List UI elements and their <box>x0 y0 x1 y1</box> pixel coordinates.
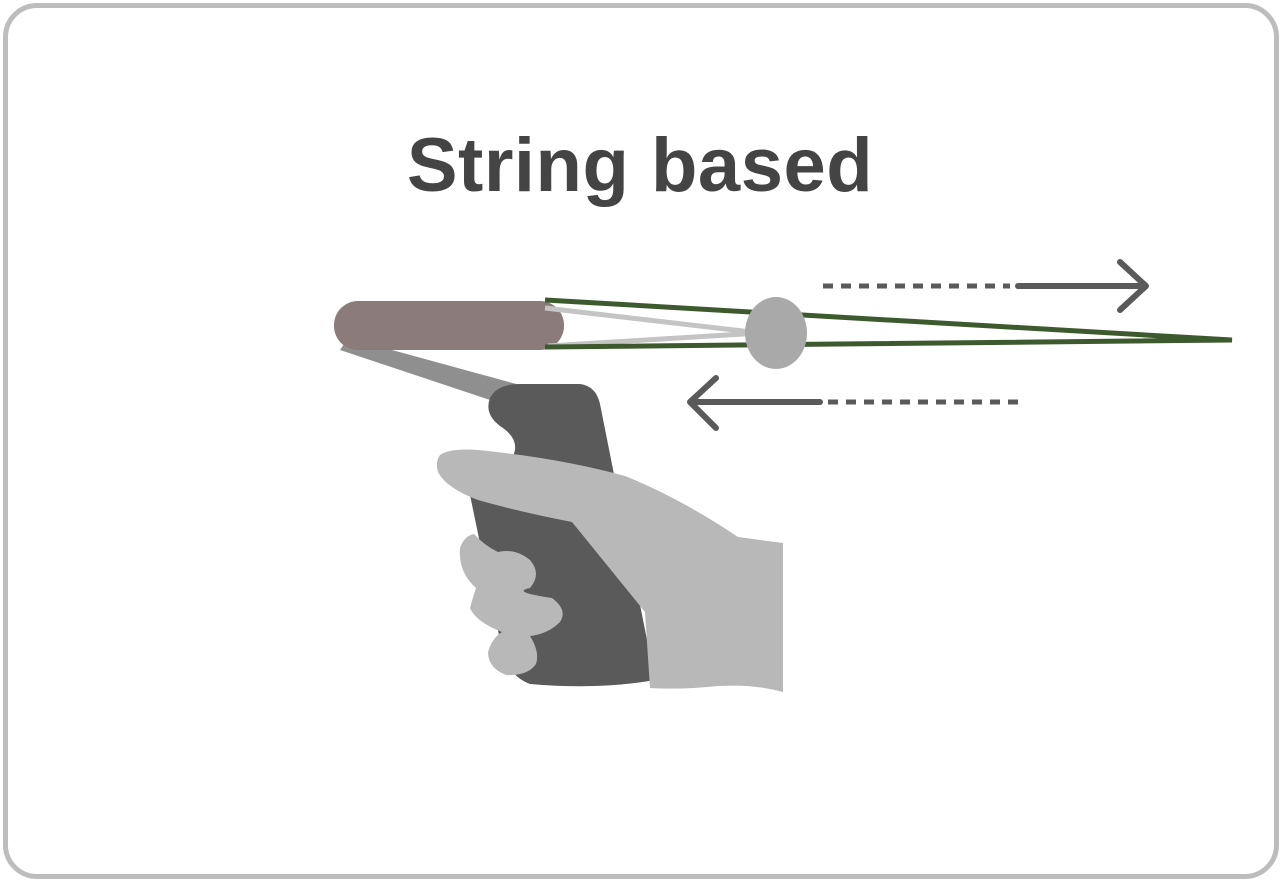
hand-fingers <box>459 534 563 676</box>
hand-icon <box>436 449 783 692</box>
diagram-card <box>3 3 1279 879</box>
ball <box>745 297 807 369</box>
page-title: String based <box>406 123 874 208</box>
left-arrow-icon <box>687 375 1018 431</box>
rod <box>340 338 520 405</box>
device-tip <box>334 301 564 350</box>
string-inner <box>544 305 761 349</box>
right-arrow-icon <box>823 259 1149 313</box>
